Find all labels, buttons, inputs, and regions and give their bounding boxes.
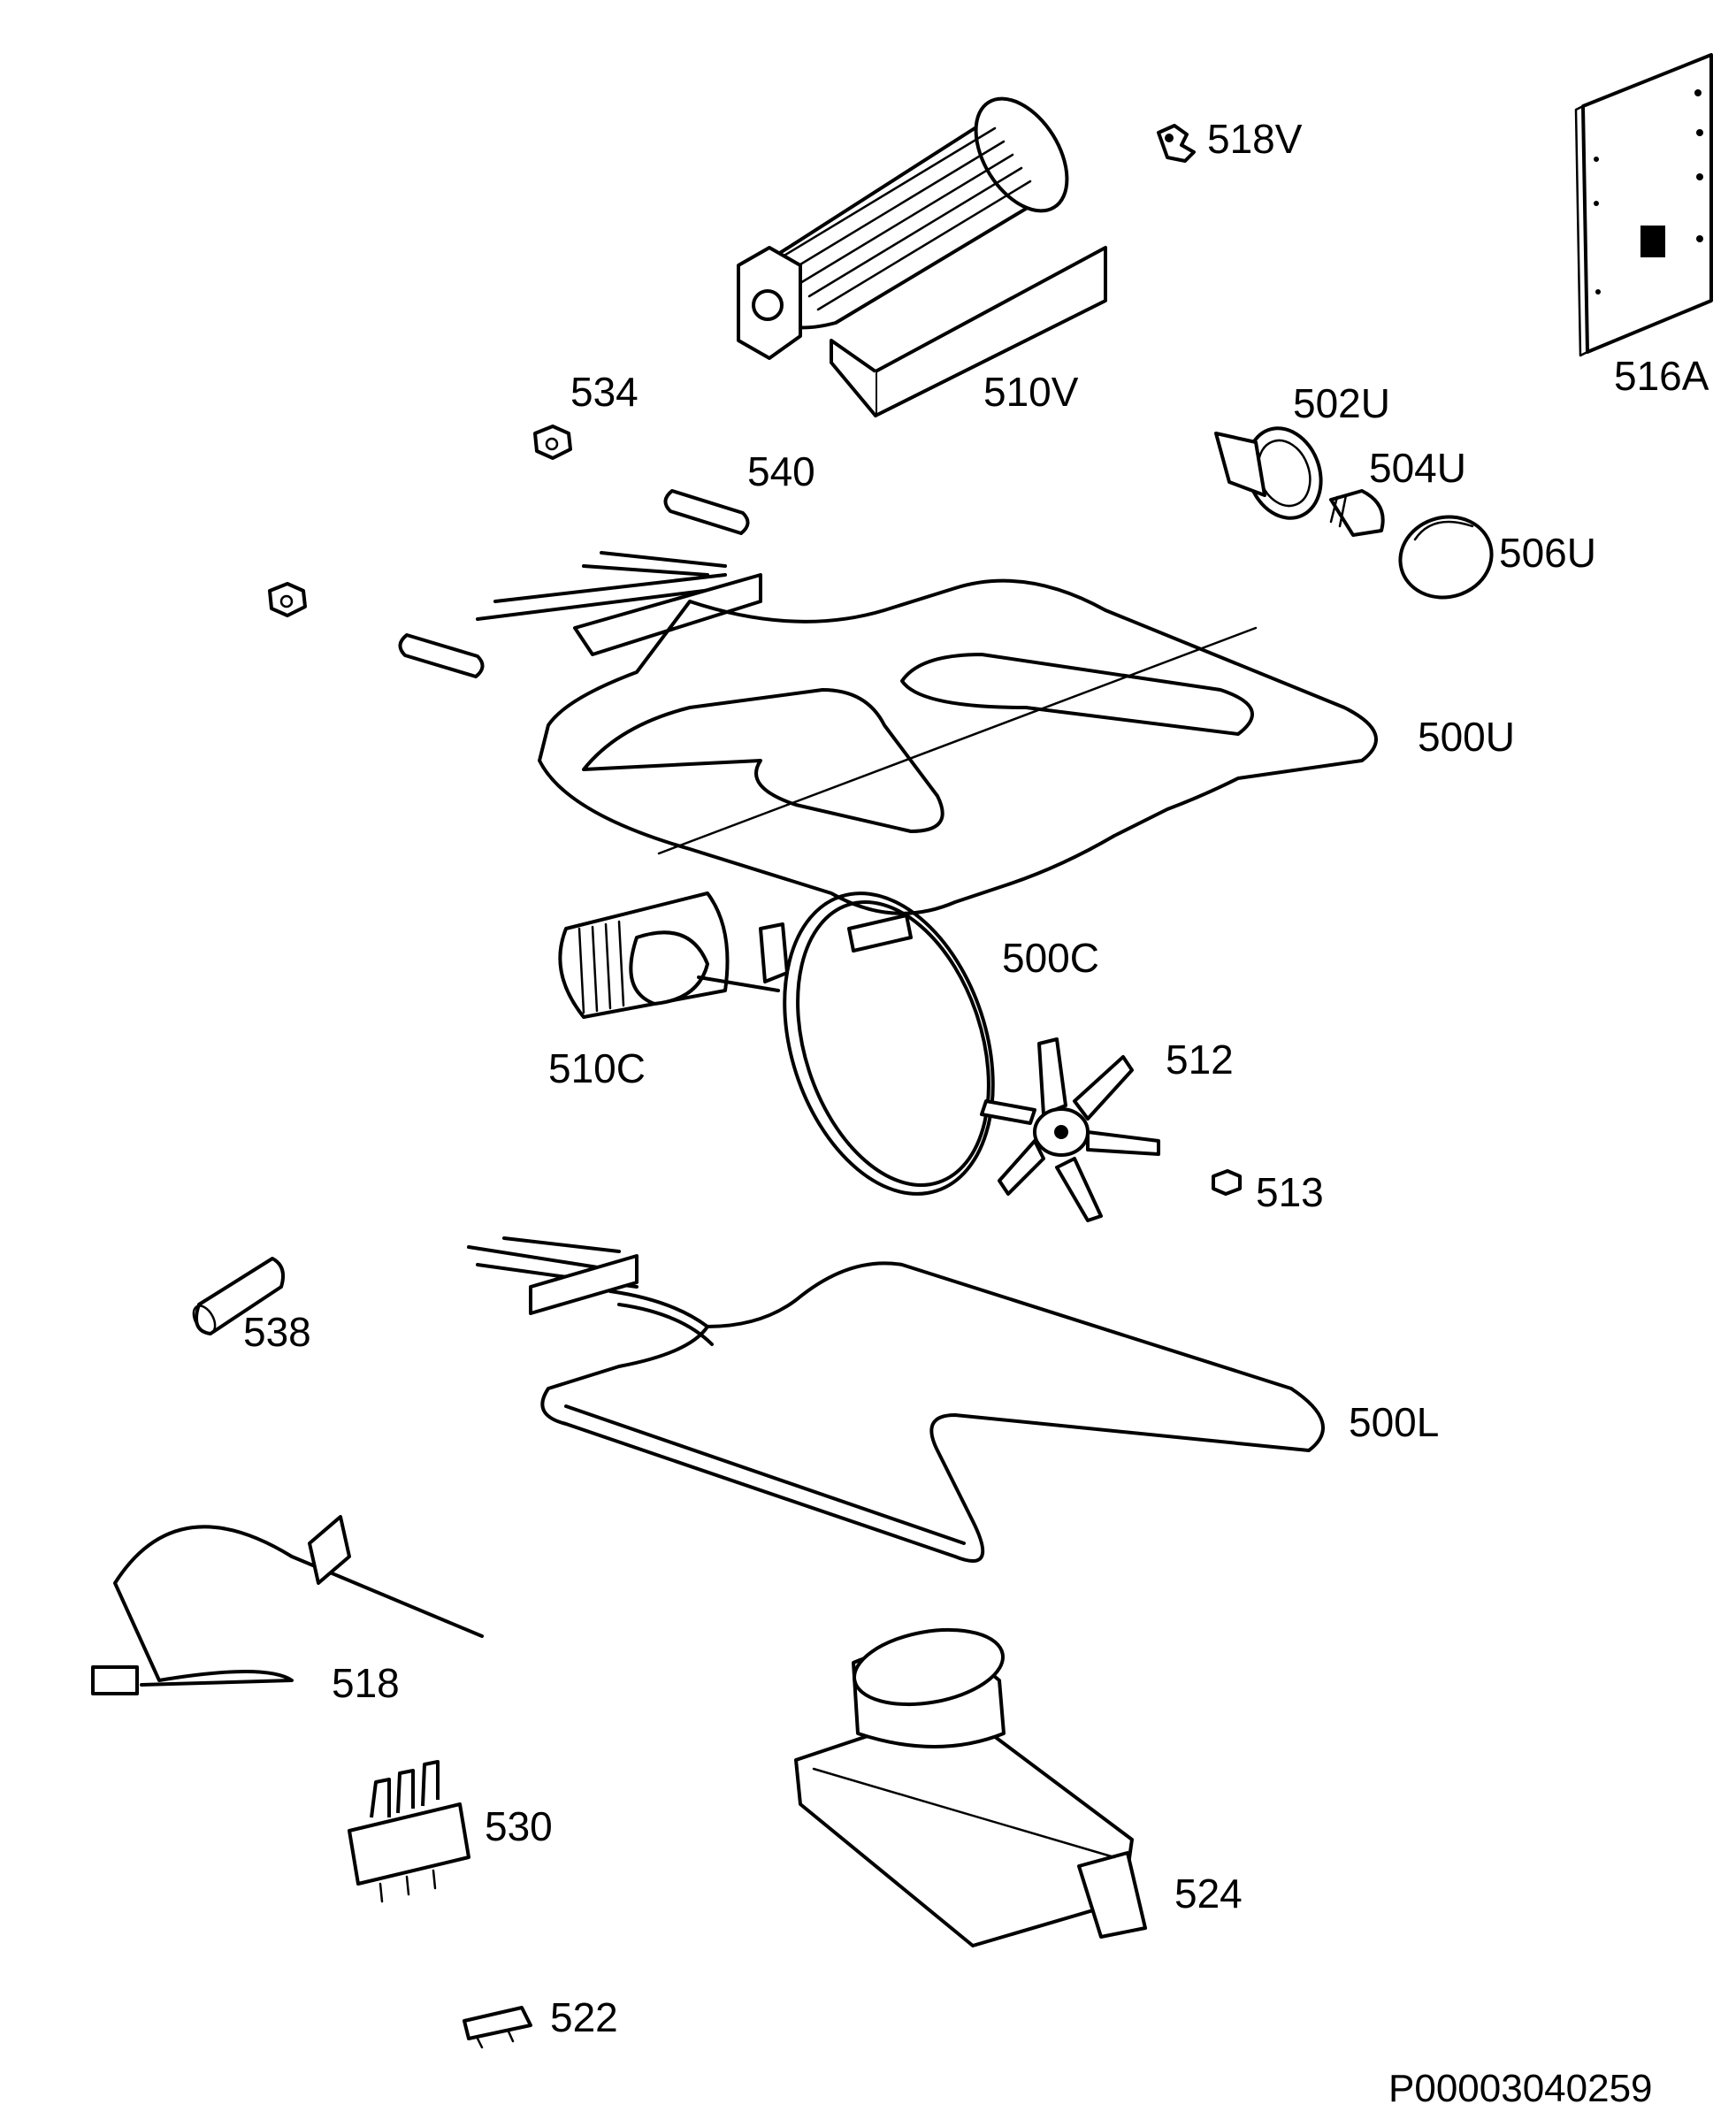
part-label-540: 540	[747, 448, 815, 494]
part-label-530: 530	[485, 1803, 553, 1849]
lamp-holder-icon	[1214, 426, 1323, 520]
drawing-number: P00003040259	[1388, 2067, 1653, 2110]
fan-nut-icon	[1212, 1169, 1242, 1196]
bulb-icon	[1329, 489, 1385, 537]
nut-icon	[268, 425, 572, 617]
insulating-sleeve-icon	[398, 489, 750, 678]
insulating-sleeve-icon	[192, 1257, 285, 1335]
lamp-cover-icon	[1398, 515, 1494, 600]
part-label-534: 534	[570, 369, 639, 415]
thermostat-clip-icon	[1157, 124, 1196, 163]
temperature-sensor-icon	[91, 1515, 484, 1695]
part-label-538: 538	[243, 1309, 311, 1355]
lower-heating-element-icon	[467, 1236, 1325, 1563]
circuit-board-icon	[1574, 53, 1713, 357]
part-label-522: 522	[550, 1994, 618, 2040]
part-label-510C: 510C	[548, 1045, 646, 1091]
part-label-512: 512	[1166, 1037, 1234, 1083]
part-label-516A: 516A	[1614, 353, 1709, 399]
part-label-524: 524	[1174, 1871, 1243, 1917]
circular-heating-element-icon	[783, 891, 995, 1196]
part-label-504U: 504U	[1369, 445, 1466, 491]
fan-blade-icon	[980, 1037, 1160, 1222]
part-label-518: 518	[332, 1660, 400, 1706]
door-lock-icon	[794, 1627, 1147, 1947]
part-label-500C: 500C	[1002, 935, 1099, 981]
part-label-502U: 502U	[1293, 380, 1390, 426]
door-switch-icon	[463, 2006, 532, 2049]
part-label-510V: 510V	[983, 369, 1079, 415]
part-label-513: 513	[1256, 1169, 1324, 1215]
fan-motor-icon	[558, 891, 789, 1019]
upper-heating-element-icon	[476, 551, 1378, 915]
tangential-fan-icon	[737, 96, 1107, 417]
part-label-500U: 500U	[1418, 714, 1515, 760]
part-label-506U: 506U	[1499, 530, 1596, 576]
part-label-500L: 500L	[1349, 1399, 1440, 1445]
part-label-518V: 518V	[1207, 116, 1303, 162]
terminal-block-icon	[348, 1760, 470, 1903]
